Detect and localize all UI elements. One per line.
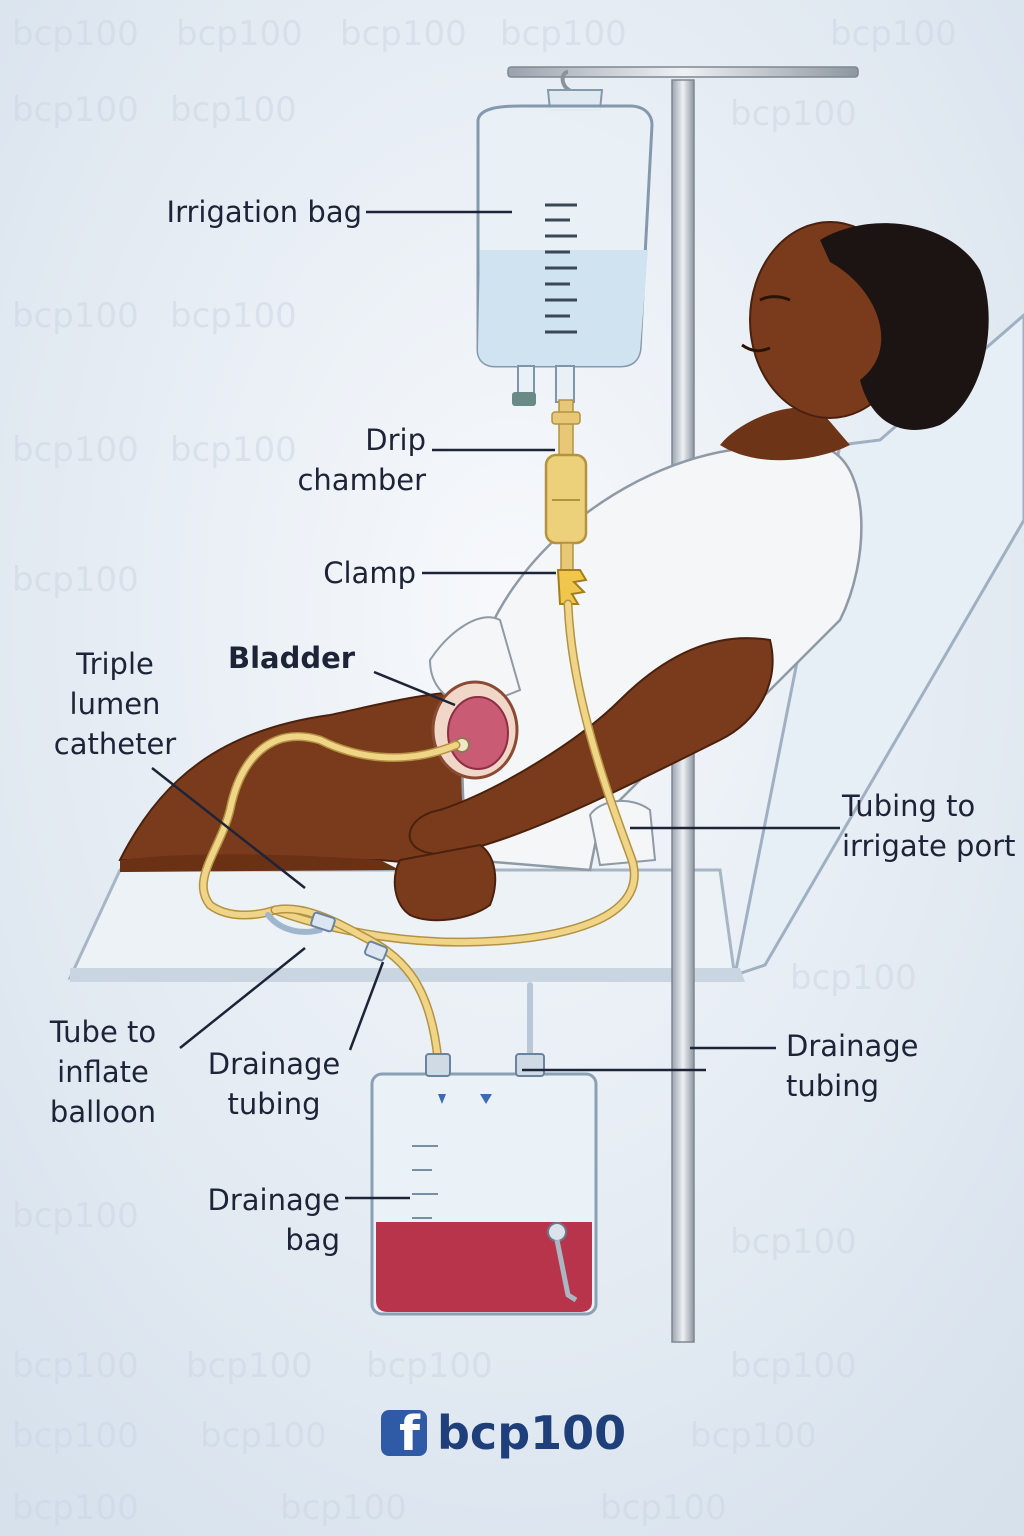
- watermark: bcp100: [12, 1488, 139, 1528]
- leader-lines: [151, 210, 840, 1200]
- tubing: [198, 599, 639, 1065]
- watermark: bcp100: [12, 296, 139, 336]
- watermark: bcp100: [12, 1196, 139, 1236]
- watermark: bcp100: [730, 94, 857, 134]
- facebook-icon: f: [381, 1410, 427, 1456]
- label-drainage-tubing-left: Drainage tubing: [207, 1047, 341, 1121]
- drip-chamber: [544, 399, 588, 574]
- label-triple-lumen-catheter: Triple lumen catheter: [53, 647, 177, 761]
- watermark: bcp100: [12, 1416, 139, 1456]
- watermark: bcp100: [200, 1416, 327, 1456]
- watermark: bcp100: [170, 430, 297, 470]
- watermark: bcp100: [790, 958, 917, 998]
- brand-name: bcp100: [437, 1406, 627, 1460]
- watermark: bcp100: [500, 14, 627, 54]
- watermark: bcp100: [366, 1346, 493, 1386]
- label-tube-inflate-balloon: Tube to inflate balloon: [49, 1015, 157, 1129]
- brand-logo: f bcp100: [381, 1406, 627, 1460]
- watermark: bcp100: [12, 14, 139, 54]
- watermark: bcp100: [730, 1222, 857, 1262]
- label-irrigation-bag: Irrigation bag: [166, 195, 362, 229]
- watermark: bcp100: [186, 1346, 313, 1386]
- watermark: bcp100: [280, 1488, 407, 1528]
- label-clamp: Clamp: [323, 556, 416, 590]
- watermark: bcp100: [12, 1346, 139, 1386]
- watermark: bcp100: [170, 90, 297, 130]
- tube-connectors: [310, 911, 388, 962]
- watermark: bcp100: [830, 14, 957, 54]
- watermark: bcp100: [12, 90, 139, 130]
- label-tubing-irrigate-port: Tubing to irrigate port: [842, 789, 1016, 863]
- label-drip-chamber: Drip chamber: [297, 423, 426, 497]
- watermark: bcp100: [340, 14, 467, 54]
- watermark: bcp100: [170, 296, 297, 336]
- watermark: bcp100: [176, 14, 303, 54]
- drainage-bag: [370, 1053, 598, 1316]
- watermark: bcp100: [12, 560, 139, 600]
- irrigation-bag: [476, 89, 654, 406]
- label-drainage-bag: Drainage bag: [207, 1183, 340, 1257]
- label-drainage-tubing-right: Drainage tubing: [786, 1029, 919, 1103]
- watermark: bcp100: [600, 1488, 727, 1528]
- watermark: bcp100: [730, 1346, 857, 1386]
- watermark: bcp100: [12, 430, 139, 470]
- label-bladder: Bladder: [228, 641, 356, 675]
- watermark: bcp100: [690, 1416, 817, 1456]
